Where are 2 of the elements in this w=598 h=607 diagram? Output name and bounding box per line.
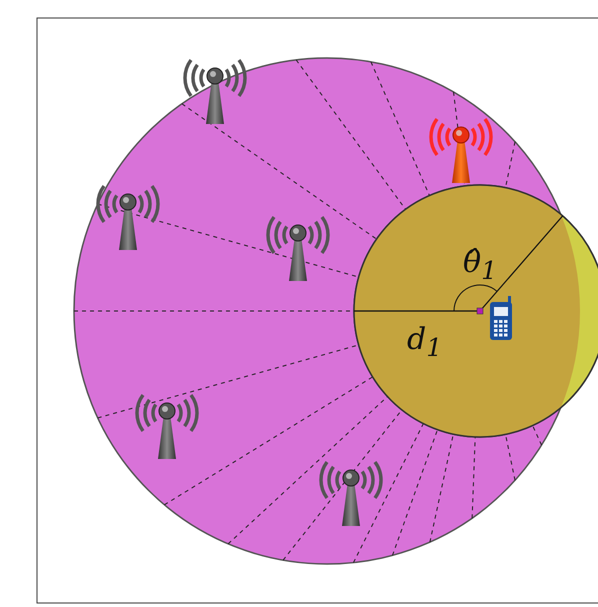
math-label: θ̂$_{1}$ xyxy=(463,248,497,283)
math-label: d$_{1}$ xyxy=(407,325,442,360)
